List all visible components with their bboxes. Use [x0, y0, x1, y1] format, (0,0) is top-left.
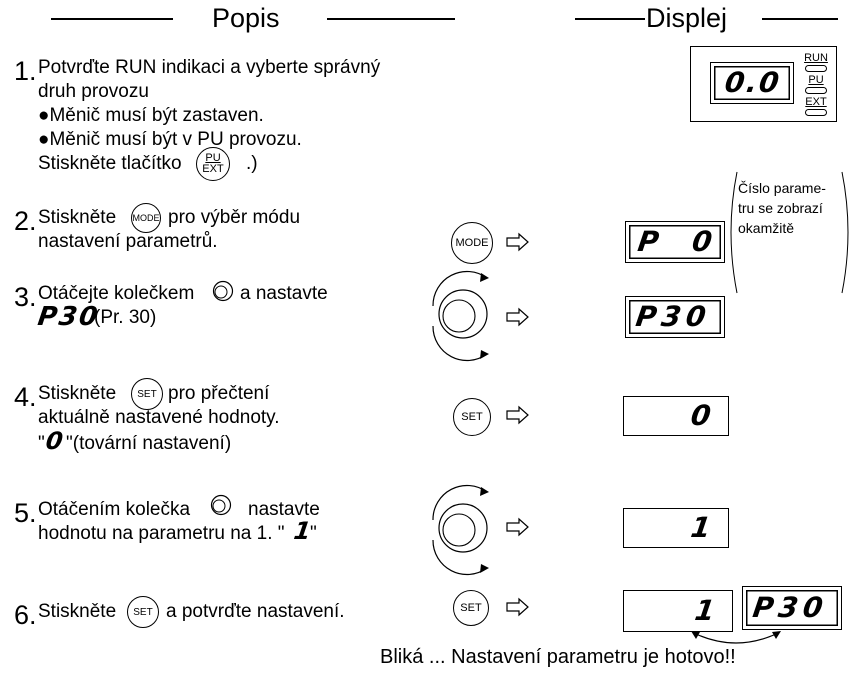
- header-displej: Displej: [646, 3, 728, 33]
- step-4-line-1b: pro přečtení: [168, 383, 270, 404]
- display-value-step-4: 0: [688, 399, 715, 432]
- step-1-line-5b: .): [246, 153, 258, 174]
- step-1-number: 1.: [14, 56, 37, 86]
- arrow-right-icon-step-4: [506, 405, 529, 425]
- arrow-right-icon-step-2: [506, 232, 529, 252]
- step-3-line-1a: Otáčejte kolečkem: [38, 283, 195, 304]
- blink-arrow-icon: [691, 631, 781, 644]
- step-6-line-1b: a potvrďte nastavení.: [166, 601, 345, 622]
- pu-ext-key-icon: PU EXT: [196, 147, 230, 181]
- dial-rotate-icon-step-5: [432, 484, 489, 576]
- display-lcd-step-2: P 0: [625, 221, 727, 263]
- indicator-ext-led: [805, 109, 827, 116]
- step-5-line-1b: nastavte: [248, 499, 320, 520]
- note-bracket-left: [730, 171, 738, 294]
- step-2-note-line-2: tru se zobrazí: [738, 200, 823, 216]
- arrow-right-icon-step-3: [506, 307, 529, 327]
- display-lcd-step-6b: P30: [742, 586, 842, 630]
- dial-icon-inline-step-5: [210, 494, 232, 516]
- footer-note: Bliká ... Nastavení parametru je hotovo!…: [380, 646, 736, 668]
- step-2-number: 2.: [14, 206, 37, 236]
- header-popis: Popis: [212, 3, 280, 33]
- header-rule-left-2: [327, 18, 455, 20]
- dial-icon-inline-step-3: [212, 280, 234, 302]
- step-4-line-3-seg: 0: [44, 427, 67, 455]
- step-4-line-2: aktuálně nastavené hodnoty.: [38, 407, 280, 428]
- step-1-line-2: druh provozu: [38, 81, 149, 102]
- step-2-note-line-3: okamžitě: [738, 220, 795, 236]
- step-2-line-1b: pro výběr módu: [168, 207, 301, 228]
- step-5-line-1a: Otáčením kolečka: [38, 499, 191, 520]
- step-4-line-3-open: ": [38, 433, 45, 454]
- arrow-right-icon-step-6: [506, 597, 529, 617]
- set-key-icon-inline-step-6: SET: [127, 596, 159, 628]
- pu-ext-key-ext: EXT: [202, 163, 224, 175]
- mode-button[interactable]: MODE: [451, 222, 493, 264]
- step-3-line-2b: (Pr. 30): [94, 307, 157, 328]
- step-5-line-2a: hodnotu na parametru na 1. ": [38, 523, 285, 544]
- display-value-step-6a: 1: [692, 594, 719, 627]
- step-5-line-2b: ": [310, 523, 317, 544]
- step-1-line-1: Potvrďte RUN indikaci a vyberte správný: [38, 57, 381, 78]
- step-2-line-1a: Stiskněte: [38, 207, 117, 228]
- indicator-ext: EXT: [803, 97, 829, 116]
- indicator-pu-led: [805, 87, 827, 94]
- display-value-step-5: 1: [688, 511, 715, 544]
- step-1-line-5a: Stiskněte tlačítko: [38, 153, 182, 174]
- display-value-step-3: P30: [633, 300, 713, 333]
- display-lcd-step-1: 0.0: [710, 62, 794, 104]
- pu-ext-key-pu: PU: [205, 152, 221, 164]
- mode-key-icon-inline: MODE: [131, 203, 161, 233]
- step-2-note-line-1: Číslo parame-: [738, 180, 826, 196]
- header-rule-left-1: [51, 18, 173, 20]
- indicator-run: RUN: [803, 53, 829, 72]
- display-lcd-step-5: 1: [623, 508, 729, 548]
- arrow-right-icon-step-5: [506, 517, 529, 537]
- note-bracket-right: [841, 171, 849, 294]
- header-rule-right-1: [575, 18, 645, 20]
- set-button-step-4[interactable]: SET: [453, 398, 491, 436]
- header-rule-right-2: [762, 18, 838, 20]
- step-2-line-2: nastavení parametrů.: [38, 231, 218, 252]
- step-4-line-1a: Stiskněte: [38, 383, 117, 404]
- step-4-line-3b: "(tovární nastavení): [66, 433, 232, 454]
- display-lcd-step-6a: 1: [623, 590, 733, 632]
- indicator-pu: PU: [803, 75, 829, 94]
- display-lcd-step-4: 0: [623, 396, 729, 436]
- step-6-number: 6.: [14, 600, 37, 630]
- display-value-step-6b: P30: [750, 591, 830, 624]
- indicator-run-led: [805, 65, 827, 72]
- display-lcd-step-3: P30: [625, 296, 725, 338]
- step-5-number: 5.: [14, 498, 37, 528]
- set-button-step-6[interactable]: SET: [453, 590, 489, 626]
- step-1-line-4: ●Měnič musí být v PU provozu.: [38, 129, 302, 150]
- step-1-line-3: ●Měnič musí být zastaven.: [38, 105, 264, 126]
- set-key-icon-inline-step-4: SET: [131, 378, 163, 410]
- step-4-number: 4.: [14, 382, 37, 412]
- step-3-line-1b: a nastavte: [240, 283, 328, 304]
- dial-rotate-icon-step-3: [432, 270, 489, 362]
- display-value-step-2: P 0: [635, 225, 727, 258]
- step-3-number: 3.: [14, 282, 37, 312]
- step-6-line-1a: Stiskněte: [38, 601, 117, 622]
- step-3-line-2-seg: P30: [35, 302, 102, 332]
- display-value-step-1: 0.0: [723, 66, 784, 99]
